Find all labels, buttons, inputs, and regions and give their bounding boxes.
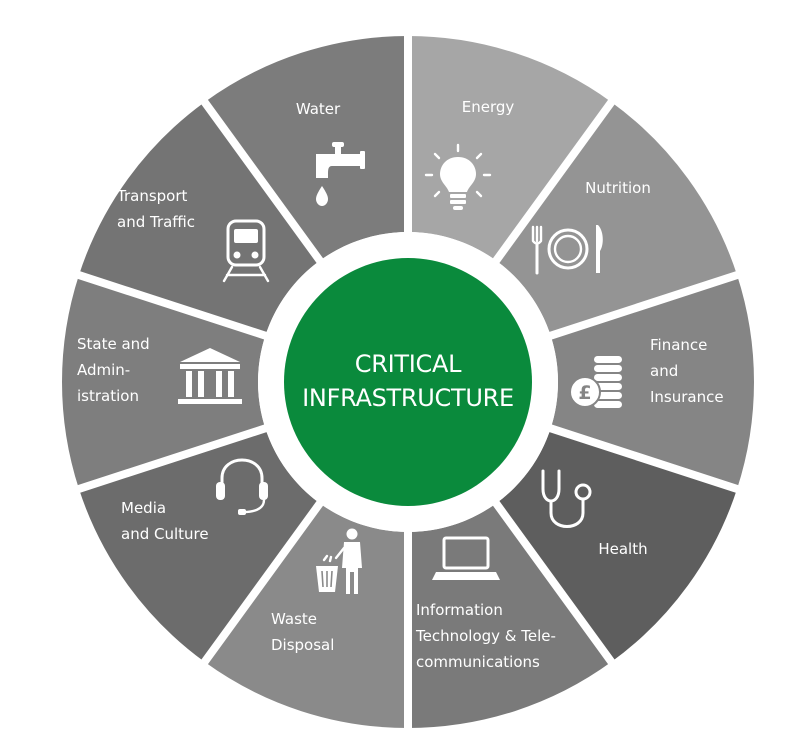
sector-media: Media and Culture: [78, 428, 320, 662]
sector-divider: [73, 423, 271, 494]
sector-media-label-line: and Culture: [121, 525, 209, 543]
sector-nutrition-label: Nutrition: [585, 179, 651, 197]
sector-water-shape: [204, 36, 408, 261]
sector-media-label: Media and Culture: [121, 499, 209, 543]
sector-state-label-line: State and: [77, 335, 150, 353]
sector-nutrition-shape: [496, 102, 738, 336]
center-title-line: INFRASTRUCTURE: [302, 384, 514, 412]
sector-media-label-line: Media: [121, 499, 166, 517]
sector-energy-label: Energy: [462, 98, 515, 116]
sector-divider: [490, 96, 617, 267]
sector-state-shape: [62, 275, 266, 489]
sector-divider: [199, 497, 326, 668]
sector-transport-label-line: and Traffic: [117, 213, 195, 231]
sector-waste-label-line: Disposal: [271, 636, 334, 654]
sector-transport-label: Transport and Traffic: [116, 187, 195, 231]
sector-divider: [545, 270, 743, 341]
sector-it-label-line: communications: [416, 653, 540, 671]
sector-divider: [199, 96, 326, 267]
sector-water: Water: [204, 36, 408, 261]
sector-finance-label-line: Insurance: [650, 388, 724, 406]
sector-it-label-line: Technology & Tele-: [415, 627, 556, 645]
sector-finance-label-line: Finance: [650, 336, 707, 354]
sector-health: Health: [496, 428, 738, 662]
sector-state-label-line: istration: [77, 387, 139, 405]
sector-it-label-line: Information: [416, 601, 503, 619]
sector-nutrition: Nutrition: [496, 102, 738, 336]
center-title: CRITICAL INFRASTRUCTURE: [302, 350, 514, 412]
sector-health-shape: [496, 428, 738, 662]
sector-health-label-line: Health: [598, 540, 647, 558]
sector-transport-label-line: Transport: [116, 187, 188, 205]
sector-divider: [545, 423, 743, 494]
sector-nutrition-label-line: Nutrition: [585, 179, 651, 197]
sector-divider: [73, 270, 271, 341]
center-title-line: CRITICAL: [355, 350, 462, 378]
sector-waste-label-line: Waste: [271, 610, 317, 628]
sector-finance-shape: [550, 275, 754, 489]
sector-it-shape: [408, 503, 612, 728]
sector-divider: [490, 497, 617, 668]
sector-finance-label-line: and: [650, 362, 678, 380]
center-circle: [284, 258, 532, 506]
sector-energy-shape: [408, 36, 612, 261]
sector-transport: Transport and Traffic: [78, 102, 320, 336]
sector-water-label: Water: [296, 100, 341, 118]
sector-state-label-line: Admin-: [77, 361, 130, 379]
sector-energy: Energy: [408, 36, 612, 261]
center-layer: CRITICAL INFRASTRUCTURE: [258, 232, 558, 532]
sector-transport-shape: [78, 102, 320, 336]
sector-energy-label-line: Energy: [462, 98, 515, 116]
sector-water-label-line: Water: [296, 100, 341, 118]
sector-health-label: Health: [598, 540, 647, 558]
